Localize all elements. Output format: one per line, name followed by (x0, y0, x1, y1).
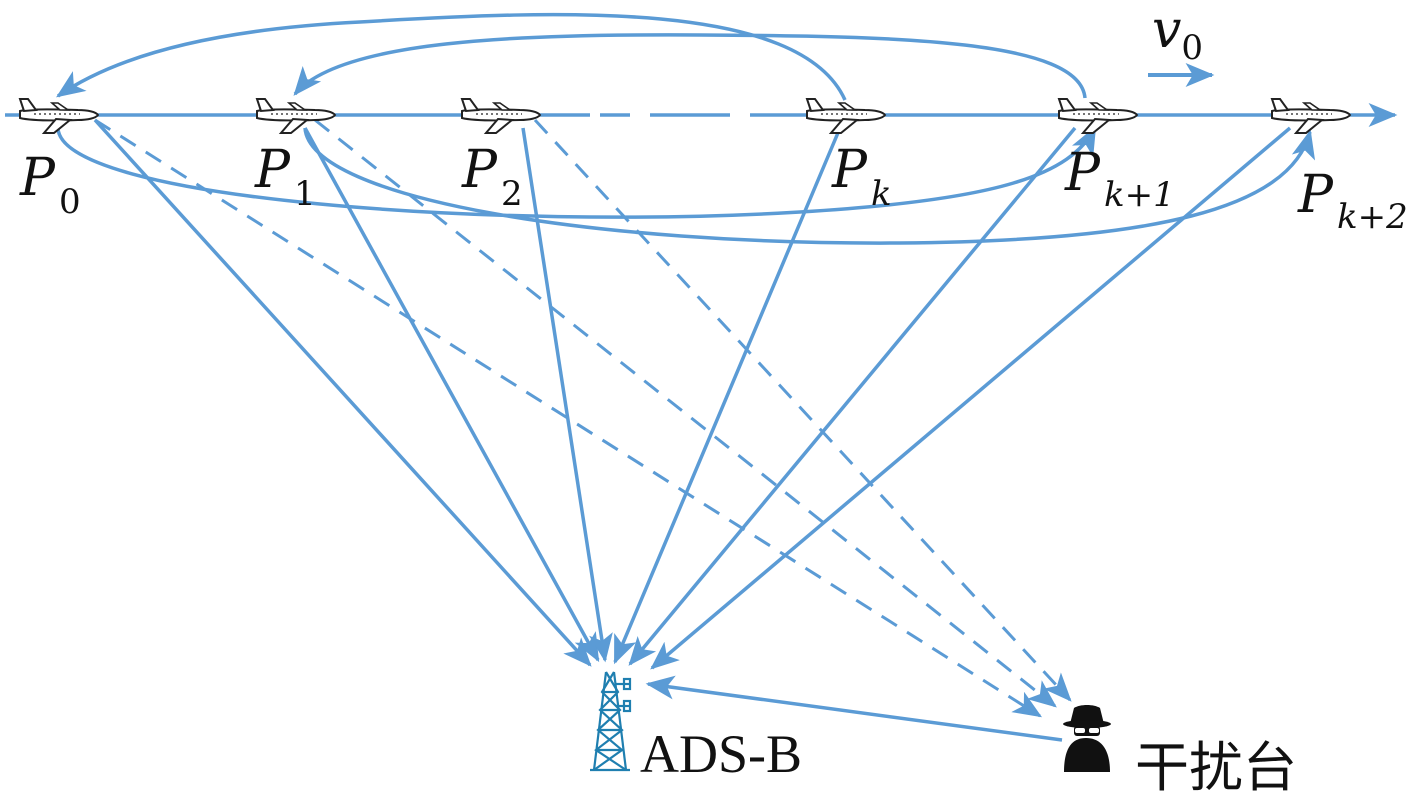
plane-label-subscript: 1 (294, 174, 316, 214)
links-to-jammer (94, 118, 1072, 718)
plane-label-main: P (831, 140, 868, 200)
plane-label-subscript: 0 (59, 182, 81, 222)
plane-label-subscript: k (871, 174, 892, 214)
airplane-icon (1271, 98, 1351, 134)
links-to-adsb (93, 118, 1292, 670)
spy-icon (1063, 705, 1111, 772)
plane-label-main: P (1297, 165, 1334, 225)
replay-arcs-top (56, 12, 1087, 101)
velocity-subscript: 0 (1181, 28, 1203, 68)
airplane-icon (461, 98, 541, 134)
velocity-indicator: v0 (1148, 0, 1215, 87)
adsb-station: ADS-B (590, 671, 802, 784)
velocity-label: v (1152, 0, 1181, 60)
airplane-icon (1058, 98, 1138, 134)
plane-label-main: P (19, 148, 56, 208)
plane-label-subscript: 2 (501, 174, 523, 214)
jammer-station: 干扰台 (1063, 705, 1297, 796)
jammer-label: 干扰台 (1135, 738, 1297, 796)
airplane-icon (806, 98, 886, 134)
plane-label-main: P (254, 140, 291, 200)
adsb-label: ADS-B (640, 724, 802, 784)
radio-tower-icon (590, 671, 632, 772)
airplane-icon (19, 98, 99, 134)
plane-label-subscript: k+1 (1104, 175, 1175, 215)
plane-label-main: P (1064, 143, 1101, 203)
plane-label-main: P (461, 140, 498, 200)
plane-label-subscript: k+2 (1337, 197, 1408, 237)
jammer-to-adsb-link (645, 675, 1063, 742)
svg-text:v0: v0 (1152, 0, 1203, 68)
